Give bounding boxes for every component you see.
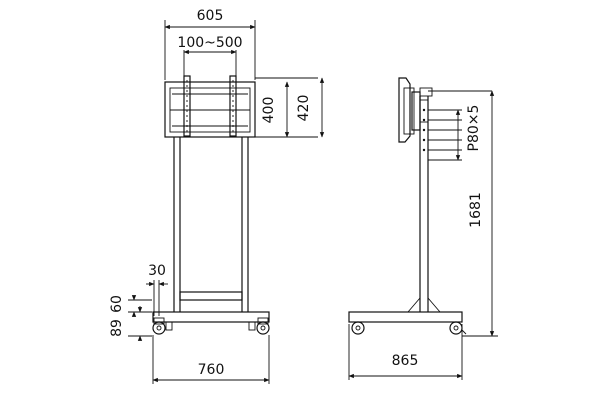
dim-p80x5: P80×5 bbox=[455, 105, 482, 161]
side-mount-head bbox=[398, 77, 433, 143]
dim-label-60: 60 bbox=[109, 295, 125, 313]
dim-420: 420 bbox=[296, 77, 325, 138]
dim-label-30: 30 bbox=[148, 263, 166, 279]
front-base bbox=[152, 311, 270, 335]
front-view: 605 100~500 400 420 30 bbox=[109, 8, 325, 384]
dim-label-p80x5: P80×5 bbox=[466, 105, 482, 152]
dim-60-89: 60 89 bbox=[109, 295, 152, 341]
side-base bbox=[348, 311, 498, 337]
dim-30: 30 bbox=[146, 263, 168, 316]
dim-label-1681: 1681 bbox=[468, 192, 484, 228]
side-view: P80×5 1681 865 bbox=[348, 77, 498, 380]
uprights bbox=[173, 137, 249, 312]
dim-605: 605 bbox=[164, 8, 256, 80]
dim-label-760: 760 bbox=[198, 362, 225, 378]
dim-label-400: 400 bbox=[261, 97, 277, 124]
dim-760: 760 bbox=[152, 335, 270, 384]
dim-label-865: 865 bbox=[392, 353, 419, 369]
dim-label-89: 89 bbox=[109, 319, 125, 337]
dim-100-500: 100~500 bbox=[177, 35, 243, 76]
dim-label-420: 420 bbox=[296, 95, 312, 122]
dim-1681: 1681 bbox=[468, 90, 495, 337]
side-column bbox=[407, 90, 492, 313]
dim-865: 865 bbox=[348, 324, 463, 380]
dim-400: 400 bbox=[261, 81, 290, 138]
dim-label-100-500: 100~500 bbox=[177, 35, 242, 51]
dim-label-605: 605 bbox=[197, 8, 224, 24]
